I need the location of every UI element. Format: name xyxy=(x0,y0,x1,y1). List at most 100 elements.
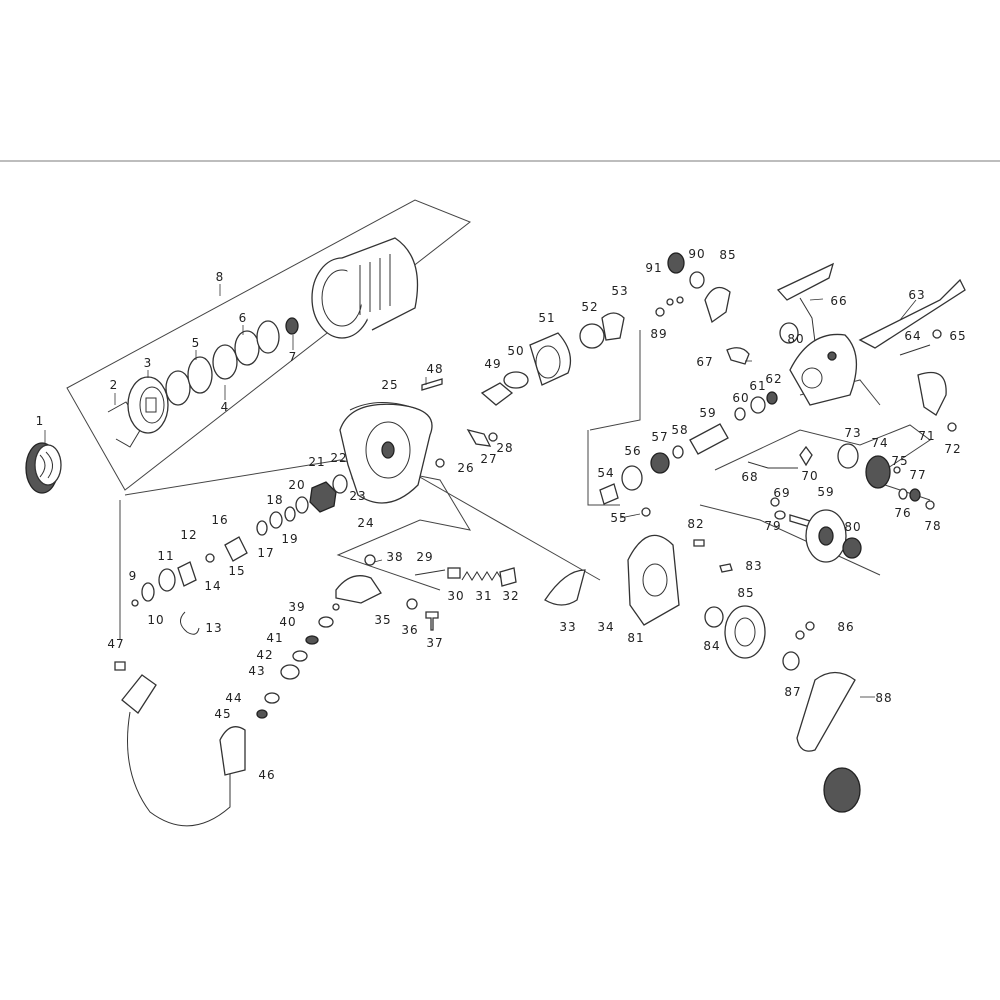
callout-label: 8 xyxy=(216,270,225,284)
callout-label: 85 xyxy=(719,248,736,262)
parts-68-80-gear-assembly xyxy=(655,252,935,563)
callout-label: 72 xyxy=(944,442,961,456)
callout-label: 19 xyxy=(281,532,298,546)
parts-26-28-bail-parts xyxy=(435,428,498,468)
callout-label: 3 xyxy=(144,356,153,370)
callout-labels: 1 2 3 4 5 6 7 8 9 10 11 12 13 14 15 16 1… xyxy=(36,247,966,782)
callout-label: 32 xyxy=(502,589,519,603)
callout-label: 80 xyxy=(787,332,804,346)
callout-label: 23 xyxy=(349,489,366,503)
callout-label: 45 xyxy=(214,707,231,721)
part-33-line-roller-arm xyxy=(544,569,586,606)
callout-label: 40 xyxy=(279,615,296,629)
callout-label: 53 xyxy=(611,284,628,298)
callout-label: 47 xyxy=(107,637,124,651)
callout-label: 18 xyxy=(266,493,283,507)
callout-label: 59 xyxy=(817,485,834,499)
parts-54-62-drive-assembly xyxy=(599,391,778,517)
callout-label: 75 xyxy=(891,454,908,468)
callout-label: 13 xyxy=(205,621,222,635)
callout-label: 84 xyxy=(703,639,720,653)
callout-label: 64 xyxy=(904,329,921,343)
callout-label: 38 xyxy=(386,550,403,564)
callout-label: 22 xyxy=(330,451,347,465)
callout-label: 48 xyxy=(426,362,443,376)
callout-label: 66 xyxy=(830,294,847,308)
callout-label: 16 xyxy=(211,513,228,527)
part-4-6-washers xyxy=(165,317,299,406)
callout-label: 33 xyxy=(559,620,576,634)
callout-label: 41 xyxy=(266,631,283,645)
callout-label: 89 xyxy=(650,327,667,341)
callout-label: 79 xyxy=(764,519,781,533)
callout-label: 29 xyxy=(416,550,433,564)
parts-48-53-pinion-assembly xyxy=(421,312,625,406)
callout-label: 86 xyxy=(837,620,854,634)
callout-label: 34 xyxy=(597,620,614,634)
callout-label: 9 xyxy=(129,569,138,583)
callout-label: 74 xyxy=(871,436,888,450)
callout-label: 26 xyxy=(457,461,474,475)
callout-label: 57 xyxy=(651,430,668,444)
callout-label: 63 xyxy=(908,288,925,302)
callout-label: 20 xyxy=(288,478,305,492)
part-46-47-bail-wire xyxy=(114,661,246,827)
callout-label: 17 xyxy=(257,546,274,560)
callout-label: 12 xyxy=(180,528,197,542)
callout-label: 73 xyxy=(844,426,861,440)
callout-label: 70 xyxy=(801,469,818,483)
parts-81-88-handle-side xyxy=(627,534,861,813)
parts-35-45-bail-arm-stack xyxy=(256,554,439,719)
leader-lines xyxy=(44,284,917,698)
callout-label: 21 xyxy=(308,455,325,469)
callout-label: 91 xyxy=(645,261,662,275)
callout-label: 87 xyxy=(784,685,801,699)
part-25-rotor xyxy=(339,402,433,504)
callout-label: 54 xyxy=(597,466,614,480)
callout-label: 37 xyxy=(426,636,443,650)
callout-label: 24 xyxy=(357,516,374,530)
callout-label: 4 xyxy=(221,400,230,414)
callout-label: 43 xyxy=(248,664,265,678)
callout-label: 11 xyxy=(157,549,174,563)
callout-label: 52 xyxy=(581,300,598,314)
callout-label: 88 xyxy=(875,691,892,705)
part-1-spool-knob xyxy=(25,442,62,494)
callout-label: 67 xyxy=(696,355,713,369)
callout-label: 83 xyxy=(745,559,762,573)
callout-label: 85 xyxy=(737,586,754,600)
callout-label: 56 xyxy=(624,444,641,458)
callout-label: 39 xyxy=(288,600,305,614)
callout-label: 90 xyxy=(688,247,705,261)
callout-label: 59 xyxy=(699,406,716,420)
callout-label: 42 xyxy=(256,648,273,662)
callout-label: 31 xyxy=(475,589,492,603)
part-8-spool xyxy=(311,237,419,339)
callout-label: 49 xyxy=(484,357,501,371)
callout-label: 30 xyxy=(447,589,464,603)
callout-label: 68 xyxy=(741,470,758,484)
callout-label: 77 xyxy=(909,468,926,482)
callout-label: 69 xyxy=(773,486,790,500)
callout-label: 65 xyxy=(949,329,966,343)
callout-label: 6 xyxy=(239,311,248,325)
callout-label: 25 xyxy=(381,378,398,392)
callout-label: 60 xyxy=(732,391,749,405)
part-3-drag-washer xyxy=(127,376,169,434)
callout-label: 50 xyxy=(507,344,524,358)
callout-label: 28 xyxy=(496,441,513,455)
callout-label: 76 xyxy=(894,506,911,520)
callout-label: 10 xyxy=(147,613,164,627)
callout-label: 35 xyxy=(374,613,391,627)
callout-label: 61 xyxy=(749,379,766,393)
callout-label: 1 xyxy=(36,414,45,428)
callout-label: 2 xyxy=(110,378,119,392)
callout-label: 58 xyxy=(671,423,688,437)
parts-63-72-body-and-handle-side xyxy=(726,262,966,432)
callout-label: 5 xyxy=(192,336,201,350)
callout-label: 46 xyxy=(258,768,275,782)
callout-label: 27 xyxy=(480,452,497,466)
callout-label: 7 xyxy=(289,350,298,364)
callout-label: 81 xyxy=(627,631,644,645)
